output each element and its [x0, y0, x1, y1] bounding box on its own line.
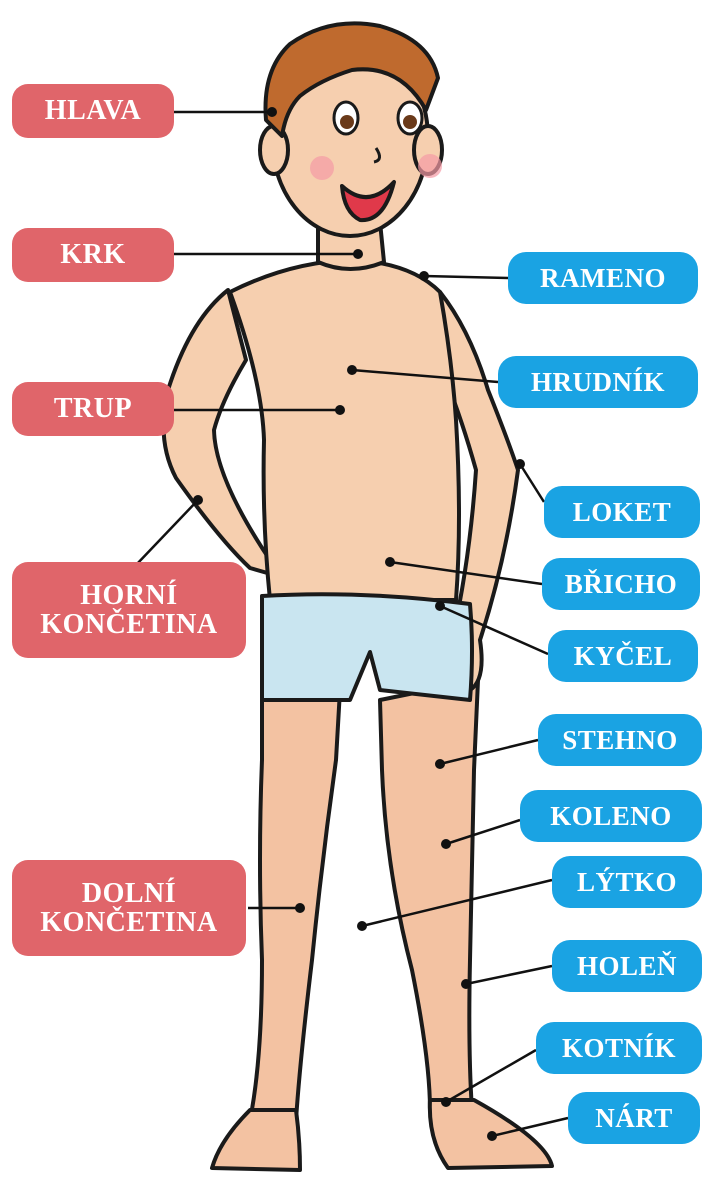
- label-holen: HOLEŇ: [552, 940, 702, 992]
- label-nart: NÁRT: [568, 1092, 700, 1144]
- label-hlava: HLAVA: [12, 84, 174, 138]
- label-kotnik: KOTNÍK: [536, 1022, 702, 1074]
- right-foot: [212, 1110, 300, 1170]
- label-trup: TRUP: [12, 382, 174, 436]
- label-horni-koncetina: HORNÍ KONČETINA: [12, 562, 246, 658]
- label-hrudnik: HRUDNÍK: [498, 356, 698, 408]
- label-kycel: KYČEL: [548, 630, 698, 682]
- label-krk: KRK: [12, 228, 174, 282]
- label-rameno: RAMENO: [508, 252, 698, 304]
- label-lytko: LÝTKO: [552, 856, 702, 908]
- right-leg: [250, 660, 340, 1120]
- torso: [230, 260, 459, 600]
- label-dolni-koncetina: DOLNÍ KONČETINA: [12, 860, 246, 956]
- label-stehno: STEHNO: [538, 714, 702, 766]
- label-bricho: BŘICHO: [542, 558, 700, 610]
- label-koleno: KOLENO: [520, 790, 702, 842]
- left-leg: [380, 680, 478, 1110]
- label-loket: LOKET: [544, 486, 700, 538]
